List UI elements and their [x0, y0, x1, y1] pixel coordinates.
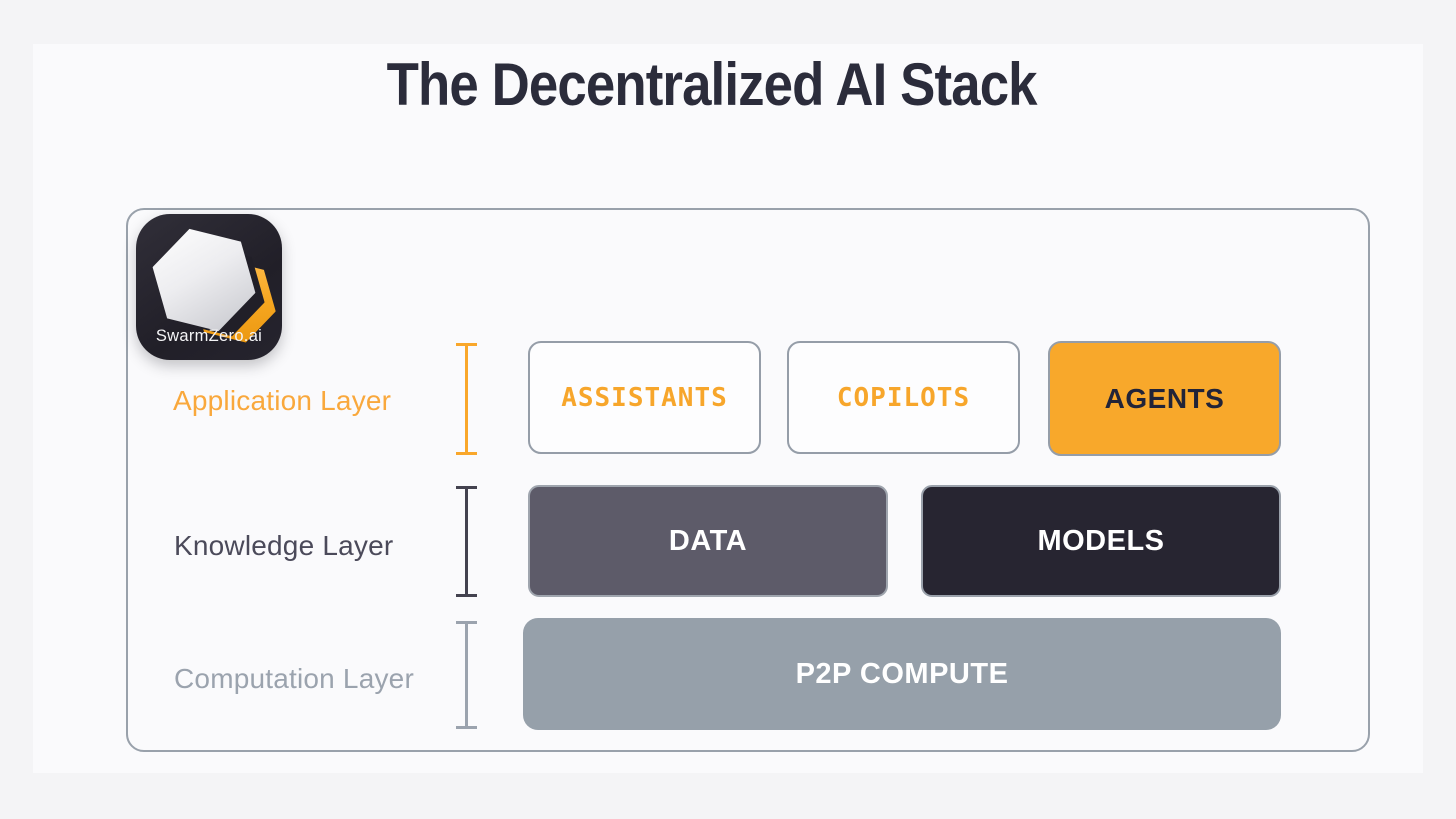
- logo-label: SwarmZero.ai: [155, 327, 263, 345]
- bracket-knowledge-layer: [456, 486, 477, 597]
- title-wrap: The Decentralized AI Stack: [0, 50, 1456, 119]
- box-p2p-compute: P2P COMPUTE: [523, 618, 1281, 730]
- label-application-layer: Application Layer: [173, 385, 392, 416]
- box-agents: AGENTS: [1048, 341, 1281, 456]
- box-assistants: ASSISTANTS: [528, 341, 761, 454]
- label-computation-layer: Computation Layer: [174, 663, 414, 694]
- box-data: DATA: [528, 485, 888, 597]
- bracket-application-layer: [456, 343, 477, 455]
- bracket-computation-layer: [456, 621, 477, 729]
- stack-container-outline: [126, 208, 1370, 752]
- box-copilots: COPILOTS: [787, 341, 1020, 454]
- page-title: The Decentralized AI Stack: [386, 51, 1037, 118]
- label-knowledge-layer: Knowledge Layer: [174, 530, 394, 561]
- swarmzero-logo: SwarmZero.ai: [136, 214, 282, 360]
- box-models: MODELS: [921, 485, 1281, 597]
